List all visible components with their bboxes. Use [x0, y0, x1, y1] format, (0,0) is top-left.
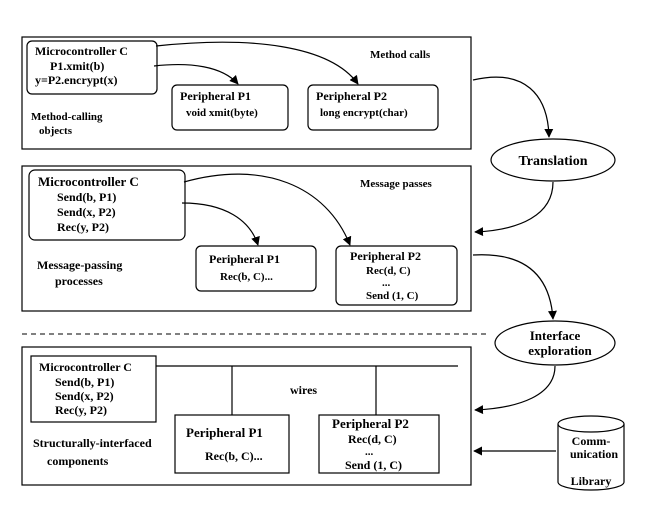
mc-line-1: P1.xmit(b): [50, 59, 104, 73]
arrow-top-to-translation: [472, 76, 554, 138]
mc-line-2: Send(x, P2): [57, 205, 116, 219]
mc-title: Microcontroller C: [35, 44, 128, 58]
library-label-line-3: Library: [571, 474, 612, 488]
mc-line-1: Send(b, P1): [55, 375, 114, 389]
interface-label-line-2: exploration: [528, 343, 592, 358]
method-calls-label: Method calls: [370, 49, 431, 61]
mc-title: Microcontroller C: [39, 360, 132, 374]
p1-title: Peripheral P1: [209, 252, 280, 266]
arrow-translation-to-middle: [474, 181, 554, 237]
translation-label: Translation: [519, 154, 588, 169]
caption-line-1: Structurally-interfaced: [33, 436, 152, 450]
peripheral-p1-box: Peripheral P1 Rec(b, C)...: [174, 414, 290, 474]
mc-line-1: Send(b, P1): [57, 190, 116, 204]
p1-line-1: Rec(b, C)...: [205, 449, 263, 463]
p2-line-1: Rec(d, C): [366, 265, 411, 277]
interface-ellipse: [494, 320, 616, 366]
mc-line-3: Rec(y, P2): [57, 220, 109, 234]
interface-exploration-step: Interface exploration: [494, 320, 616, 366]
call-arrow-p1: [153, 64, 239, 85]
peripheral-p2-box: Peripheral P2 Rec(d, C) ... Send (1, C): [335, 245, 458, 306]
panel-frame: [21, 36, 472, 150]
caption-line-1: Method-calling: [31, 111, 103, 123]
peripheral-p2-box: Peripheral P2 Rec(d, C) ... Send (1, C): [318, 414, 440, 474]
panel-structural: Microcontroller C Send(b, P1) Send(x, P2…: [21, 346, 472, 486]
communication-library: Comm- unication Library: [557, 415, 625, 491]
p2-line-1: long encrypt(char): [320, 107, 408, 119]
call-arrow-p2: [155, 41, 359, 85]
p2-line-3: Send (1, C): [366, 290, 419, 302]
mc-line-2: Send(x, P2): [55, 389, 114, 403]
arrow-middle-to-interface: [472, 254, 557, 320]
p2-line-2: ...: [365, 446, 374, 458]
microcontroller-c-box: Microcontroller C P1.xmit(b) y=P2.encryp…: [26, 40, 158, 95]
wire-bus: [156, 365, 458, 415]
p2-title: Peripheral P2: [332, 416, 409, 431]
message-arrow-p2: [183, 173, 352, 246]
library-label-line-1: Comm-: [572, 434, 611, 448]
mc-title: Microcontroller C: [38, 174, 139, 189]
caption-line-2: components: [47, 454, 109, 468]
panel-method-calling: Microcontroller C P1.xmit(b) y=P2.encryp…: [21, 36, 472, 150]
p2-line-1: Rec(d, C): [348, 432, 397, 446]
peripheral-p1-box: Peripheral P1 void xmit(byte): [171, 84, 289, 131]
panel-message-passing: Microcontroller C Send(b, P1) Send(x, P2…: [21, 165, 472, 312]
interface-label-line-1: Interface: [530, 328, 581, 343]
caption-line-2: processes: [55, 274, 103, 288]
p2-line-3: Send (1, C): [345, 458, 402, 472]
p2-title: Peripheral P2: [350, 249, 421, 263]
microcontroller-c-box: Microcontroller C Send(b, P1) Send(x, P2…: [30, 355, 157, 423]
caption-line-2: objects: [39, 125, 73, 137]
wires-label: wires: [290, 383, 317, 397]
p2-title: Peripheral P2: [316, 89, 387, 103]
p2-line-2: ...: [382, 277, 391, 289]
mc-line-3: Rec(y, P2): [55, 403, 107, 417]
message-arrow-p1: [181, 202, 260, 246]
caption-line-1: Message-passing: [37, 258, 122, 272]
peripheral-p2-box: Peripheral P2 long encrypt(char): [307, 84, 439, 131]
translation-ellipse: [490, 138, 616, 182]
library-label-line-2: unication: [570, 447, 618, 461]
p1-title: Peripheral P1: [180, 89, 251, 103]
translation-step: Translation: [490, 138, 616, 182]
panel-frame: [21, 165, 472, 312]
microcontroller-c-box: Microcontroller C Send(b, P1) Send(x, P2…: [28, 169, 186, 241]
mc-line-2: y=P2.encrypt(x): [35, 73, 117, 87]
peripheral-p1-box: Peripheral P1 Rec(b, C)...: [195, 245, 317, 292]
library-cylinder-body: [557, 424, 625, 491]
panel-frame: [21, 346, 472, 486]
library-cylinder-top: [557, 415, 625, 433]
p1-line-1: void xmit(byte): [186, 107, 258, 119]
p1-title: Peripheral P1: [186, 425, 263, 440]
message-passes-label: Message passes: [360, 178, 433, 190]
arrow-interface-to-bottom: [474, 365, 556, 415]
p1-line-1: Rec(b, C)...: [220, 271, 273, 283]
